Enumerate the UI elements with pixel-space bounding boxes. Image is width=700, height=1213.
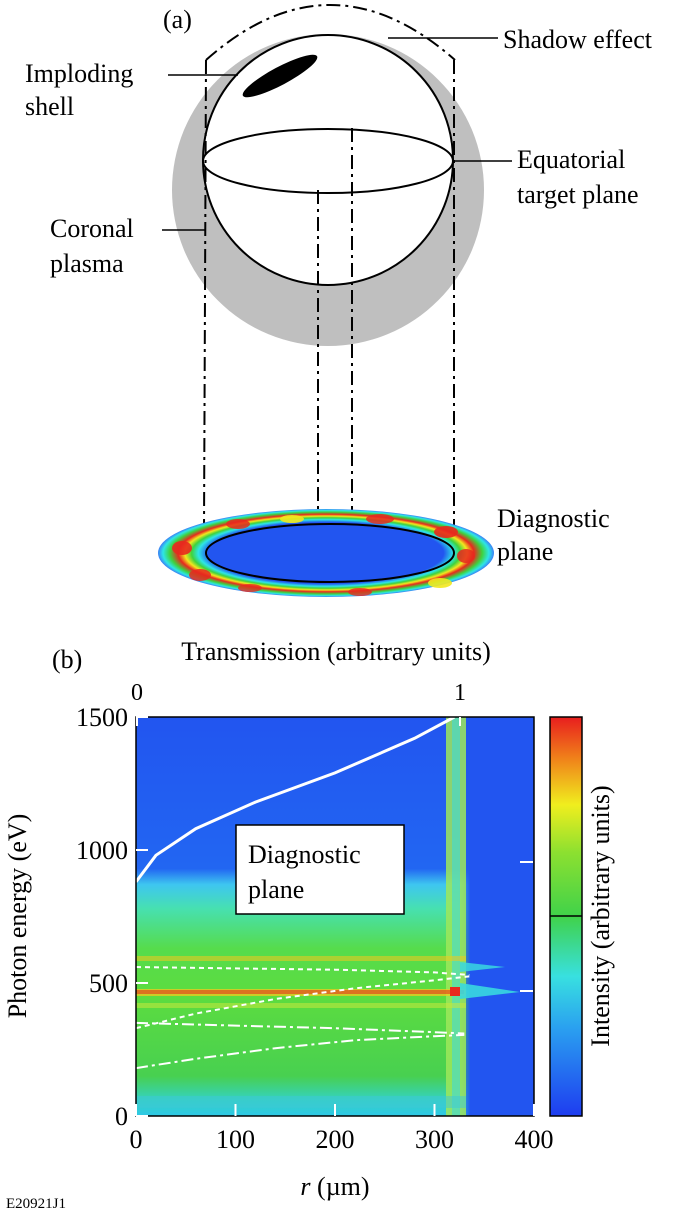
callout-lines	[162, 37, 512, 231]
y-tick-label-0: 0	[115, 1102, 128, 1131]
label-shadow-effect: Shadow effect	[503, 25, 653, 54]
y-axis-label: Photon energy (eV)	[3, 814, 32, 1019]
colorbar-label: Intensity (arbitrary units)	[586, 785, 615, 1046]
inset-diagnostic: Diagnostic	[248, 840, 361, 869]
label-plasma: plasma	[50, 249, 124, 278]
shadow-effect-arc	[205, 4, 456, 61]
label-coronal: Coronal	[50, 214, 134, 243]
curve-2	[136, 975, 470, 1030]
diagnostic-inner-contour	[205, 523, 455, 583]
top-tick-1: 1	[454, 680, 466, 706]
x-axis: 0 100 200 300 400	[130, 1104, 554, 1154]
x-tick-label-0: 0	[130, 1125, 143, 1154]
target-sphere	[202, 34, 454, 286]
label-plane: plane	[497, 537, 553, 566]
panel-a-labels: Imploding shell Shadow effect Equatorial…	[25, 25, 653, 566]
y-tick-label-500: 500	[89, 969, 128, 998]
x-tick-label-200: 200	[316, 1125, 355, 1154]
x-axis-unit: (µm)	[311, 1172, 370, 1201]
label-imploding: Imploding	[25, 59, 133, 88]
inset-plane: plane	[248, 875, 304, 904]
heatmap-image	[136, 717, 534, 1116]
panel-a: (a)	[25, 4, 653, 597]
top-axis-title: Transmission (arbitrary units)	[181, 637, 491, 666]
y-tick-label-1000: 1000	[76, 836, 128, 865]
panel-a-tag: (a)	[163, 5, 192, 34]
diagnostic-hotspots	[172, 514, 475, 596]
label-shell: shell	[25, 92, 74, 121]
curve-3	[136, 1021, 465, 1035]
curve-0	[136, 717, 456, 883]
label-target-plane: target plane	[517, 180, 639, 209]
inset-box	[235, 824, 405, 915]
x-tick-label-400: 400	[515, 1125, 554, 1154]
figure-id: E20921J1	[6, 1196, 66, 1212]
top-axis-ticks	[136, 717, 461, 726]
curve-1	[136, 966, 470, 976]
label-equatorial: Equatorial	[517, 145, 625, 174]
imploding-shell	[242, 54, 318, 98]
curve-4	[136, 1033, 465, 1070]
right-axis-ticks	[520, 861, 533, 992]
y-tick-label-1500: 1500	[76, 703, 128, 732]
panel-b: (b) Transmission (arbitrary units) 0 1 0…	[3, 637, 615, 1212]
top-tick-0: 0	[131, 680, 143, 706]
x-axis-label: r (µm)	[300, 1172, 369, 1201]
x-axis-var: r	[300, 1172, 311, 1201]
label-diagnostic: Diagnostic	[497, 504, 610, 533]
x-tick-label-100: 100	[216, 1125, 255, 1154]
x-tick-label-300: 300	[415, 1125, 454, 1154]
overlay-curves	[136, 717, 470, 1070]
panel-b-tag: (b)	[52, 645, 82, 674]
y-axis: 0 500 1000 1500	[76, 703, 148, 1131]
